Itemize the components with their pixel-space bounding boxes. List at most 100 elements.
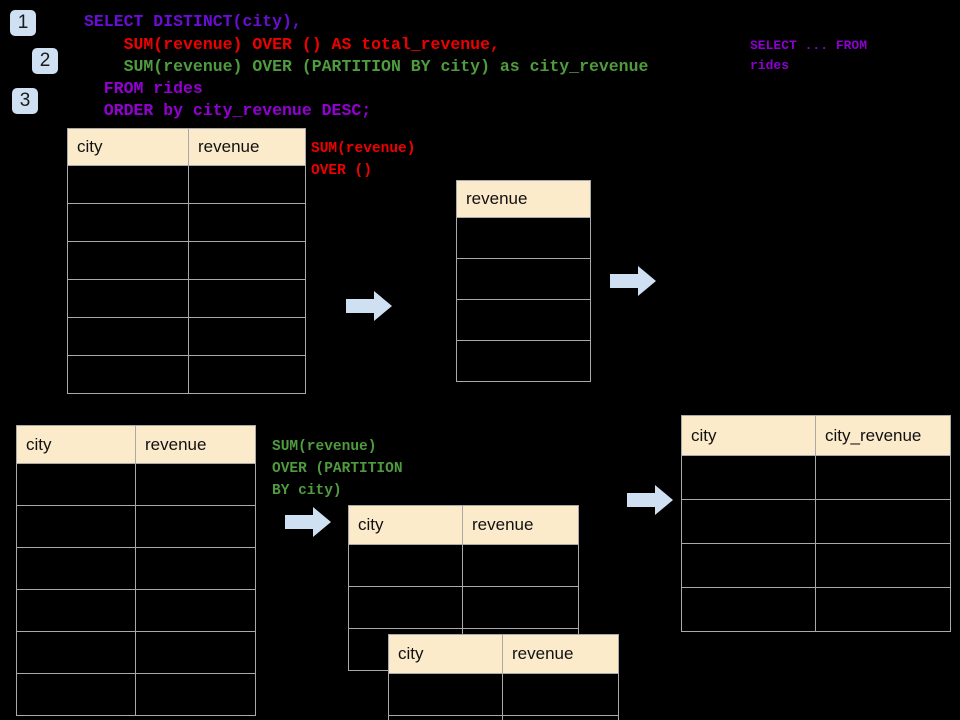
table-cell <box>67 203 189 242</box>
table-cell <box>456 217 591 259</box>
table-cell <box>681 499 816 544</box>
table-cell <box>188 241 306 280</box>
table-cell <box>67 279 189 318</box>
table-cell <box>502 715 619 720</box>
table-cell <box>135 589 256 632</box>
table-cell <box>135 631 256 674</box>
table-row <box>67 279 306 318</box>
table-cell <box>135 505 256 548</box>
table-header-row: city revenue <box>348 505 579 545</box>
sql-line-from: FROM rides <box>84 79 203 98</box>
step-badge-3: 3 <box>12 88 38 114</box>
table-cell <box>67 165 189 204</box>
table-cell <box>188 355 306 394</box>
table-row <box>388 673 619 716</box>
table-cell <box>456 258 591 300</box>
table-header-row: city revenue <box>388 634 619 674</box>
table-row <box>67 165 306 204</box>
table-cell <box>188 317 306 356</box>
column-header-revenue: revenue <box>135 425 256 464</box>
table-row <box>456 217 591 259</box>
table-row <box>681 543 951 588</box>
column-header-city: city <box>681 415 816 456</box>
table-cell <box>681 587 816 632</box>
table-row <box>456 340 591 382</box>
arrow-partition-to-output <box>627 483 673 517</box>
arrow-source-to-total <box>346 289 392 323</box>
table-cell <box>462 544 579 587</box>
table-header-row: city revenue <box>67 128 306 166</box>
column-header-revenue: revenue <box>456 180 591 218</box>
table-row <box>16 505 256 548</box>
table-row <box>456 258 591 300</box>
step-badge-2: 2 <box>32 48 58 74</box>
table-cell <box>16 547 136 590</box>
table-cell <box>388 673 503 716</box>
table-row <box>16 631 256 674</box>
column-header-revenue: revenue <box>462 505 579 545</box>
table-cell <box>348 586 463 629</box>
table-row <box>67 355 306 394</box>
table-row <box>16 547 256 590</box>
table-cell <box>188 279 306 318</box>
table-row <box>681 587 951 632</box>
table-cell <box>188 203 306 242</box>
table-row <box>348 544 579 587</box>
table-cell <box>815 543 951 588</box>
table-total-revenue-result: revenue <box>456 180 591 382</box>
table-cell <box>67 355 189 394</box>
table-cell <box>16 631 136 674</box>
table-header-row: revenue <box>456 180 591 218</box>
table-cell <box>16 505 136 548</box>
table-cell <box>456 299 591 341</box>
table-row <box>681 499 951 544</box>
table-cell <box>16 589 136 632</box>
table-cell <box>67 241 189 280</box>
step-badge-1: 1 <box>10 10 36 36</box>
column-header-city-revenue: city_revenue <box>815 415 951 456</box>
arrow-source-to-partition <box>285 505 331 539</box>
table-row <box>16 463 256 506</box>
table-rides-source-bottom: city revenue <box>16 425 256 716</box>
column-header-city: city <box>67 128 189 166</box>
side-note-line-1: SELECT ... FROM <box>750 38 868 53</box>
table-cell <box>388 715 503 720</box>
table-cell <box>502 673 619 716</box>
table-cell <box>681 543 816 588</box>
table-cell <box>188 165 306 204</box>
sql-line-order-by: ORDER by city_revenue DESC; <box>84 101 372 120</box>
table-cell <box>815 587 951 632</box>
table-rides-source-top: city revenue <box>67 128 306 394</box>
table-cell <box>348 544 463 587</box>
annotation-city-revenue: SUM(revenue) OVER (PARTITION BY city) <box>272 439 403 499</box>
table-cell <box>135 547 256 590</box>
table-cell <box>135 673 256 716</box>
column-header-revenue: revenue <box>188 128 306 166</box>
table-cell <box>462 586 579 629</box>
table-header-row: city revenue <box>16 425 256 464</box>
table-row <box>67 203 306 242</box>
arrow-total-to-output <box>610 264 656 298</box>
sql-line-total-revenue: SUM(revenue) OVER () AS total_revenue, <box>84 35 500 54</box>
table-partition-group-front: city revenue <box>388 634 619 720</box>
table-city-revenue-result: city city_revenue <box>681 415 951 632</box>
table-cell <box>67 317 189 356</box>
column-header-city: city <box>348 505 463 545</box>
table-row <box>348 586 579 629</box>
column-header-city: city <box>388 634 503 674</box>
table-row <box>388 715 619 720</box>
table-cell <box>456 340 591 382</box>
annotation-total-revenue: SUM(revenue) OVER () <box>311 141 416 179</box>
table-row <box>681 455 951 500</box>
table-cell <box>815 455 951 500</box>
sql-line-city-revenue: SUM(revenue) OVER (PARTITION BY city) as… <box>84 57 649 76</box>
table-cell <box>135 463 256 506</box>
column-header-revenue: revenue <box>502 634 619 674</box>
table-cell <box>681 455 816 500</box>
table-row <box>456 299 591 341</box>
table-row <box>67 317 306 356</box>
table-cell <box>815 499 951 544</box>
side-note-line-2: rides <box>750 58 790 73</box>
table-cell <box>16 463 136 506</box>
